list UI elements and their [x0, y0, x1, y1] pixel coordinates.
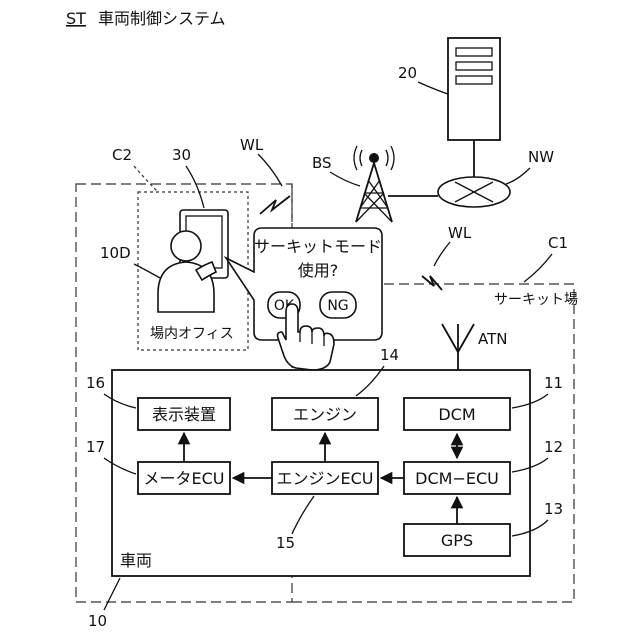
diagram-title: ST 車両制御システム [66, 9, 226, 28]
vehicle-ref: 10 [88, 612, 107, 630]
engine-ref: 14 [380, 346, 399, 364]
tablet-ref: 30 [172, 146, 191, 164]
gps-ref: 13 [544, 500, 563, 518]
wireless-top-icon [260, 196, 290, 214]
display-ref: 16 [86, 374, 105, 392]
server-icon [448, 38, 500, 178]
dcm-ecu-label: DCM−ECU [415, 469, 499, 488]
engine-ecu-label: エンジンECU [277, 469, 374, 488]
meter-ecu-label: メータECU [144, 469, 225, 488]
gps-label: GPS [441, 531, 473, 550]
base-station-icon [354, 146, 394, 222]
dcm-ecu-ref: 12 [544, 438, 563, 456]
network-ref: NW [528, 148, 554, 166]
engine-label: エンジン [293, 405, 357, 424]
circuit-area-label: サーキット場 [494, 292, 578, 308]
dcm-label: DCM [438, 405, 475, 424]
antenna-ref: ATN [478, 330, 507, 348]
office-area-label: 場内オフィス [150, 326, 234, 342]
network-icon [438, 177, 510, 207]
ng-button-label: NG [327, 298, 348, 314]
wireless-top-ref: WL [240, 136, 264, 154]
dcm-ref: 11 [544, 374, 563, 392]
bubble-line-2: 使用? [298, 261, 339, 280]
circuit-area-ref: C1 [548, 234, 568, 252]
display-device-label: 表示装置 [152, 405, 216, 424]
meter-ecu-ref: 17 [86, 438, 105, 456]
person-ref: 10D [100, 244, 131, 262]
wireless-mid-ref: WL [448, 224, 472, 242]
office-area-ref: C2 [112, 146, 132, 164]
title-text: 車両制御システム [98, 9, 226, 28]
engine-ecu-ref: 15 [276, 534, 295, 552]
wireless-mid-icon [422, 276, 442, 290]
base-station-ref: BS [312, 154, 332, 172]
bubble-line-1: サーキットモード [254, 237, 382, 256]
vehicle-label: 車両 [120, 551, 152, 570]
server-ref: 20 [398, 64, 417, 82]
title-code: ST [66, 9, 86, 28]
